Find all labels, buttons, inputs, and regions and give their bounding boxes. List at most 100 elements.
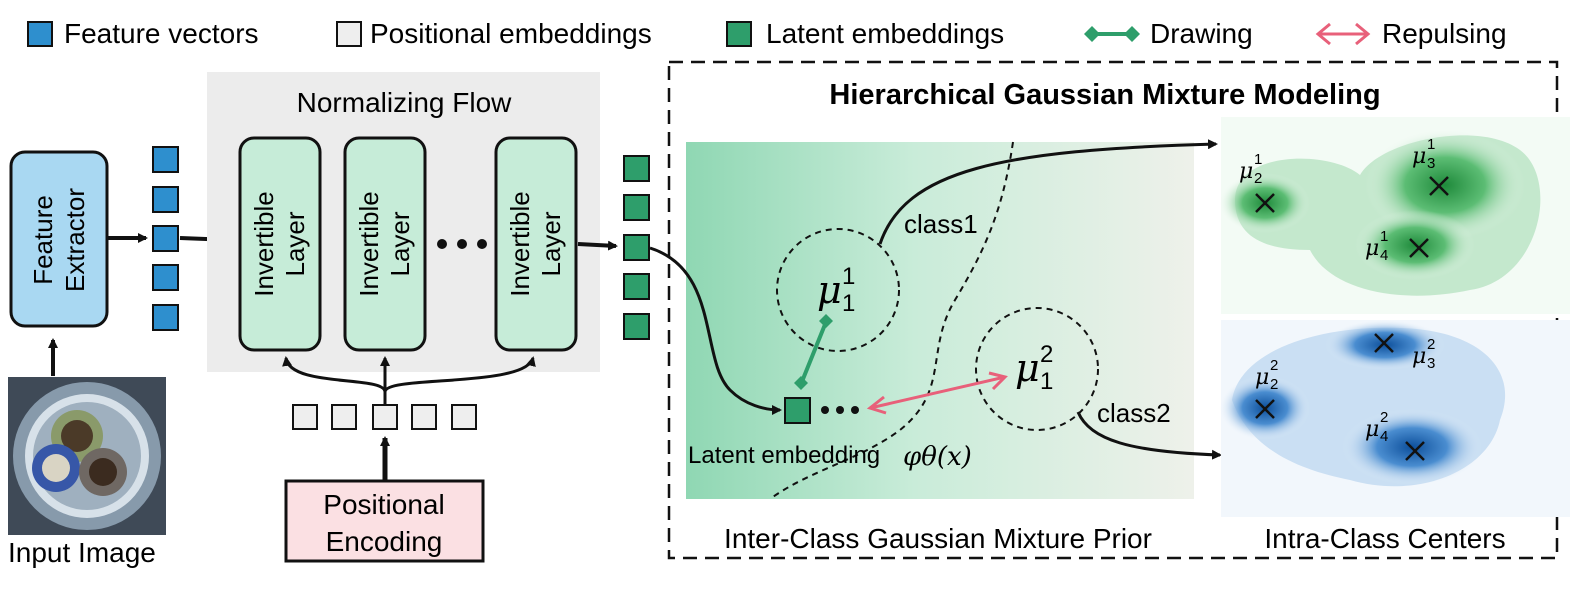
mu-sub: 3 xyxy=(1427,355,1435,372)
center-marker xyxy=(1255,399,1275,419)
input-image-label: Input Image xyxy=(8,537,156,568)
latent-embedding xyxy=(623,155,650,182)
mu-sub: 2 xyxy=(1254,170,1262,187)
mu-sup: 2 xyxy=(1427,336,1435,353)
mu-sub: 1 xyxy=(1040,368,1053,395)
mu-sup: 1 xyxy=(1427,136,1435,153)
layer-label-line2: Layer xyxy=(536,211,566,276)
mu-label: μ 1 4 xyxy=(1365,228,1388,264)
legend: Feature vectors Positional embeddings La… xyxy=(27,18,1507,49)
drawing-link xyxy=(794,314,833,390)
ellipsis-dots xyxy=(437,239,487,249)
class1-centers-panel: μ 1 2 μ 1 3 μ 1 4 xyxy=(1220,117,1570,314)
latent-point xyxy=(784,397,811,424)
latent-embedding xyxy=(623,234,650,261)
feature-vector xyxy=(152,225,179,252)
mu-sup: 2 xyxy=(1380,409,1388,426)
class1-cluster xyxy=(776,228,900,352)
class2-label: class2 xyxy=(1097,398,1171,428)
mu-sup: 1 xyxy=(1254,151,1262,168)
positional-embeddings xyxy=(292,404,477,430)
feature-vector xyxy=(152,304,179,331)
positional-encoding-line1: Positional xyxy=(323,489,444,520)
mu-label: μ 1 3 xyxy=(1412,136,1435,172)
normalizing-flow: Normalizing Flow Invertible Layer Invert… xyxy=(207,72,600,372)
latent-embedding xyxy=(623,313,650,340)
mu-sub: 1 xyxy=(842,290,855,317)
mu-base: μ xyxy=(1239,159,1253,184)
class2-centers-panel: μ 2 2 μ 2 3 μ 2 4 xyxy=(1220,320,1570,517)
mu-base: μ xyxy=(1255,365,1269,390)
feature-extractor: Feature Extractor xyxy=(9,150,109,328)
legend-positional-embeddings: Positional embeddings xyxy=(370,18,652,49)
drawing-icon xyxy=(1084,26,1140,42)
legend-feature-vectors: Feature vectors xyxy=(64,18,259,49)
mu-1-2-label: μ 2 1 xyxy=(1015,341,1053,395)
mu-base: μ xyxy=(1365,417,1379,442)
positional-embedding-swatch xyxy=(336,21,362,47)
center-marker xyxy=(1374,333,1394,353)
mu-sub: 2 xyxy=(1270,376,1278,393)
mu-sub: 4 xyxy=(1380,247,1388,264)
positional-embedding xyxy=(451,404,477,430)
legend-drawing: Drawing xyxy=(1150,18,1253,49)
latent-embedding-label: Latent embedding xyxy=(688,442,880,469)
legend-repulsing: Repulsing xyxy=(1382,18,1507,49)
mu-base: μ xyxy=(1015,346,1040,390)
normalizing-flow-title: Normalizing Flow xyxy=(297,87,512,118)
latent-dots xyxy=(821,406,859,414)
feature-vectors xyxy=(152,146,179,331)
mu-1-1-label: μ 1 1 xyxy=(817,263,855,317)
mu-base: μ xyxy=(1412,344,1426,369)
latent-embedding xyxy=(623,194,650,221)
mu-sup: 2 xyxy=(1270,357,1278,374)
mu-sub: 3 xyxy=(1427,155,1435,172)
repulsing-link xyxy=(866,371,1008,415)
center-marker xyxy=(1429,176,1449,196)
arrow-latent-to-prior xyxy=(649,246,782,415)
positional-embedding xyxy=(331,404,357,430)
repulsing-icon xyxy=(1315,22,1371,46)
feature-vector xyxy=(152,186,179,213)
positional-branch-arrows xyxy=(282,356,536,404)
mu-label: μ 2 2 xyxy=(1255,357,1278,393)
latent-embedding xyxy=(623,273,650,300)
input-image xyxy=(8,377,166,535)
mu-sub: 4 xyxy=(1380,428,1388,445)
positional-encoding: Positional Encoding xyxy=(284,479,485,563)
prior-caption: Inter-Class Gaussian Mixture Prior xyxy=(724,523,1152,554)
layer-label-line2: Layer xyxy=(385,211,415,276)
latent-embeddings xyxy=(623,155,650,340)
mu-base: μ xyxy=(817,268,842,312)
latent-symbol: φθ(x) xyxy=(903,442,972,472)
layer-label-line2: Layer xyxy=(280,211,310,276)
class1-label: class1 xyxy=(904,209,978,239)
invertible-layer-2: Invertible Layer xyxy=(343,136,427,352)
positional-embedding xyxy=(372,404,398,430)
mu-label: μ 2 3 xyxy=(1412,336,1435,372)
mu-sup: 1 xyxy=(842,263,855,290)
class2-cluster xyxy=(975,307,1099,431)
feature-extractor-line1: Feature xyxy=(28,195,58,285)
layer-label-line1: Invertible xyxy=(505,191,535,297)
mu-label: μ 1 2 xyxy=(1239,151,1262,187)
mu-sup: 2 xyxy=(1040,341,1053,368)
mu-base: μ xyxy=(1412,144,1426,169)
legend-latent-embeddings: Latent embeddings xyxy=(766,18,1004,49)
layer-label-line1: Invertible xyxy=(249,191,279,297)
feature-vector xyxy=(152,264,179,291)
latent-embedding-swatch xyxy=(726,21,752,47)
positional-encoding-line2: Encoding xyxy=(326,526,443,557)
mu-base: μ xyxy=(1365,236,1379,261)
invertible-layer-1: Invertible Layer xyxy=(238,136,322,352)
mu-label: μ 2 4 xyxy=(1365,409,1388,445)
layer-label-line1: Invertible xyxy=(354,191,384,297)
centers-caption: Intra-Class Centers xyxy=(1264,523,1505,554)
arrow-class2-to-centers xyxy=(1076,411,1222,460)
feature-extractor-line2: Extractor xyxy=(60,188,90,292)
positional-embedding xyxy=(411,404,437,430)
hgmm-title: Hierarchical Gaussian Mixture Modeling xyxy=(829,79,1380,111)
arrow-class1-to-centers xyxy=(878,139,1218,245)
arrow-flow-to-latents xyxy=(577,240,618,251)
